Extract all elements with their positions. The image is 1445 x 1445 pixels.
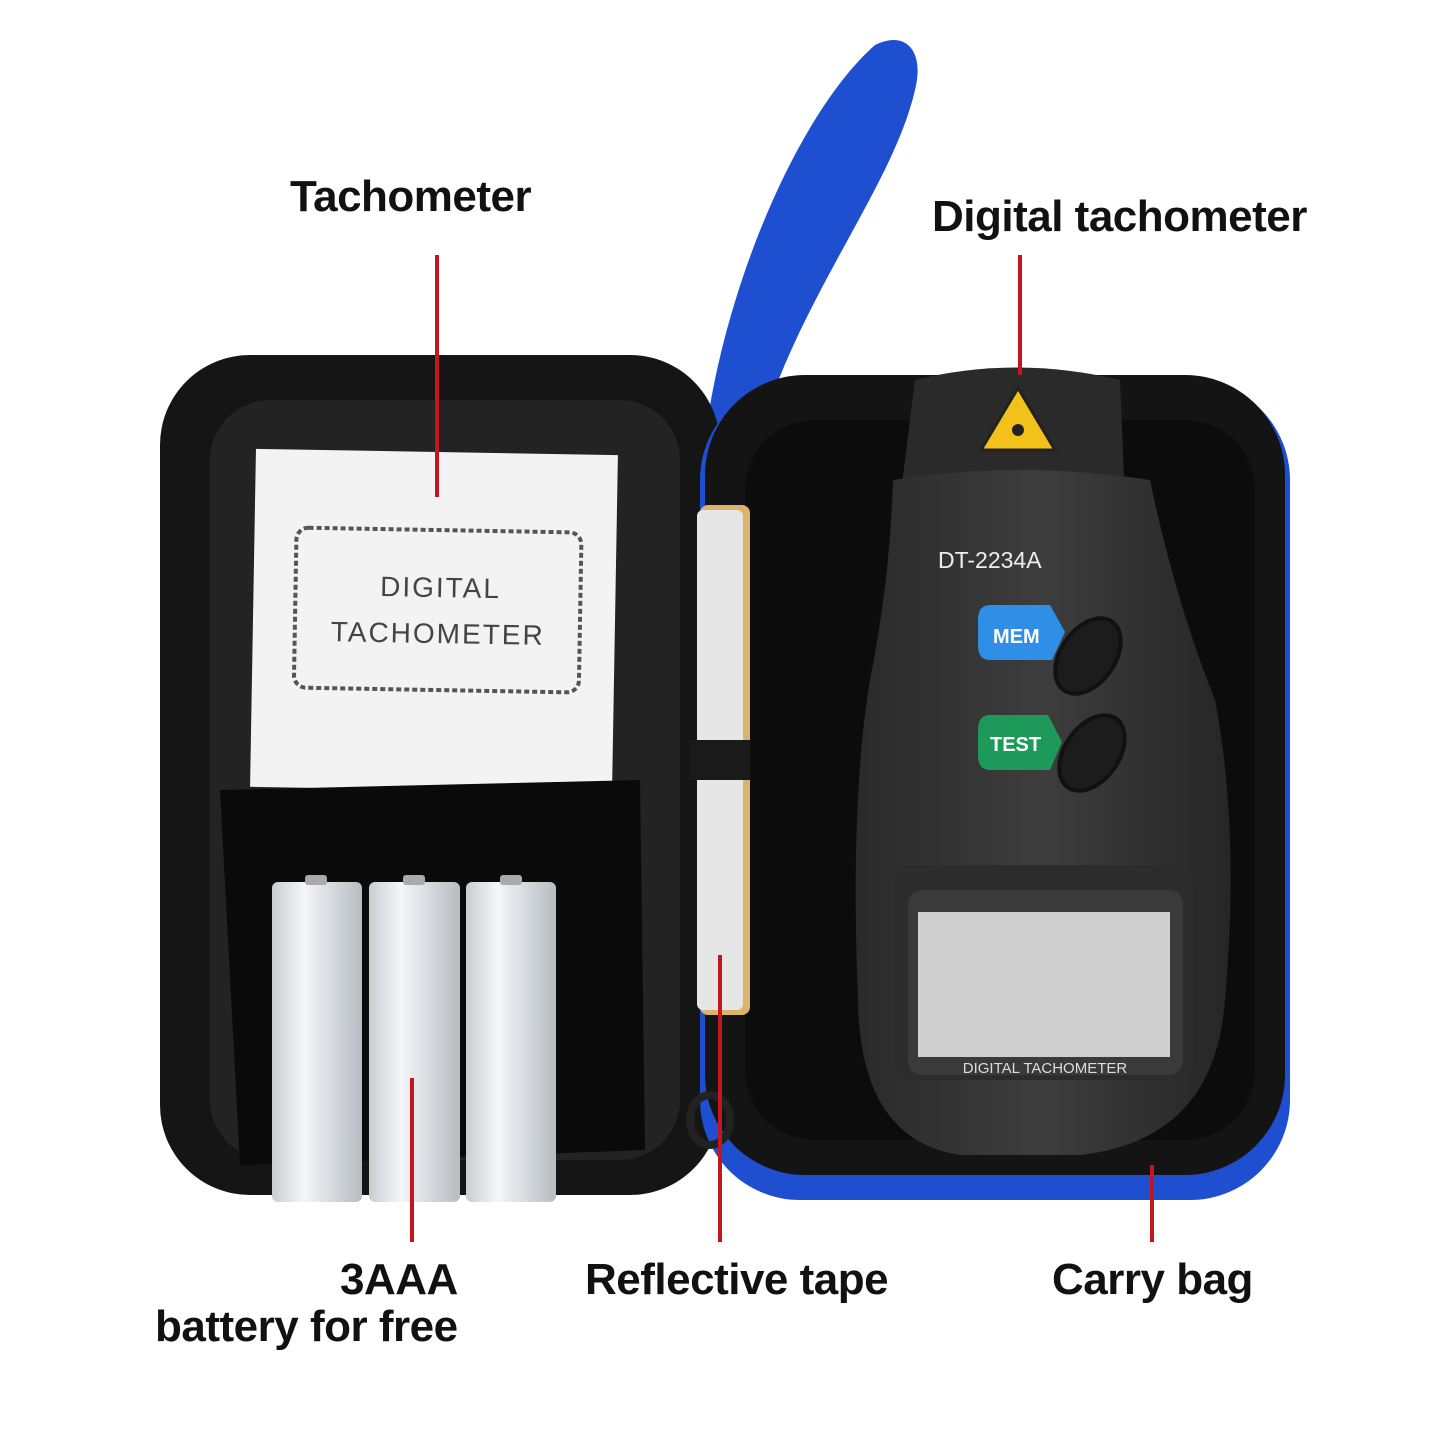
test-label-text: TEST [990,734,1041,756]
manual: DIGITAL TACHOMETER [250,448,618,794]
mem-button[interactable] [1042,606,1134,706]
mem-label-text: MEM [993,626,1040,648]
screen-caption: DIGITAL TACHOMETER [963,1060,1128,1077]
manual-title-line2: TACHOMETER [331,616,545,651]
manual-title-line1: DIGITAL [380,571,501,604]
test-label [978,715,1062,770]
pointer-line [718,955,722,1242]
label-digital-tachometer: Digital tachometer [932,192,1307,241]
pointer-line [1018,255,1022,375]
laser-warning-icon [978,385,1058,452]
battery [466,882,556,1202]
batteries [272,875,556,1202]
test-button[interactable] [1046,703,1138,803]
pointer-line [1150,1165,1154,1242]
pointer-line [410,1078,414,1242]
zipper-pull [686,1091,734,1149]
label-carry-bag: Carry bag [1052,1255,1253,1304]
mem-label [978,605,1065,660]
label-reflective-tape: Reflective tape [585,1255,889,1304]
battery [272,882,362,1202]
reflective-tape [690,505,750,1015]
label-battery-line1: 3AAA [340,1255,458,1304]
battery [369,882,460,1202]
label-tachometer: Tachometer [290,172,532,221]
lcd-screen [918,912,1170,1057]
pointer-line [435,255,439,497]
device-model: DT-2234A [938,547,1042,573]
tachometer-device: DT-2234A MEM TEST DIGITAL TACHOMETER [855,367,1231,1155]
strap [700,40,918,500]
label-battery-line2: battery for free [155,1302,458,1351]
